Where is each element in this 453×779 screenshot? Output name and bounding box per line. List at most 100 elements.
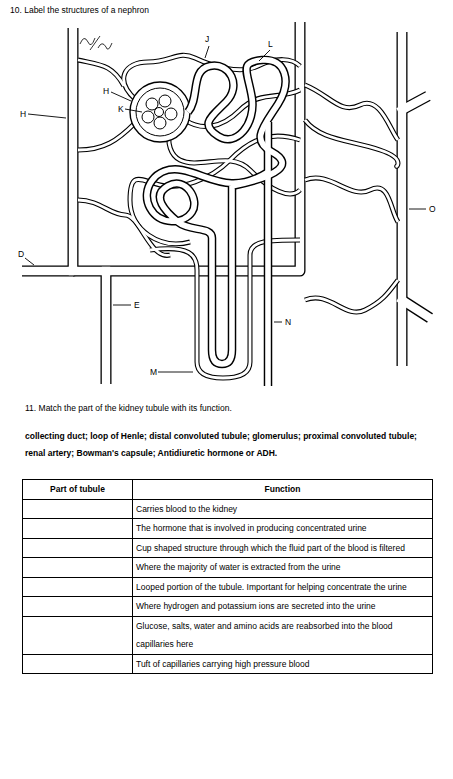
table-row: Looped portion of the tubule. Important …	[23, 577, 433, 597]
tubule-lumen	[147, 60, 286, 364]
answer-cell	[23, 597, 133, 617]
capsule-wall	[130, 82, 190, 142]
capillary-lumen	[150, 240, 300, 378]
vessel-lumen	[398, 32, 406, 366]
leader-line	[259, 50, 270, 61]
vessel	[22, 28, 73, 271]
capillary-network	[78, 55, 398, 378]
column-header-cell: Function	[133, 480, 433, 500]
function-text: Carries blood to the kidney	[136, 504, 237, 514]
answer-cell	[23, 616, 133, 654]
glomerulus-loop	[142, 111, 154, 123]
question-heading-box: 11. Match the part of the kidney tubule …	[25, 403, 232, 414]
capillary-lumen	[78, 200, 170, 255]
answer-cell	[23, 577, 133, 597]
leader-line	[274, 322, 282, 323]
table-row: Carries blood to the kidney	[23, 499, 433, 519]
capillary	[305, 120, 398, 166]
leader-line	[205, 46, 209, 58]
callout-letter-box: J	[205, 34, 209, 45]
function-text-cell: Carries blood to the kidney	[133, 499, 433, 519]
table-row: Where hydrogen and potassium ions are se…	[23, 597, 433, 617]
callout-letter-box: K	[118, 104, 124, 115]
word-list: collecting duct; loop of Henle; distal c…	[25, 431, 417, 458]
capillary-lumen	[305, 178, 398, 222]
callout-letter: E	[134, 300, 140, 310]
callout-letter-box: E	[134, 300, 140, 311]
callout-letter-box: O	[429, 204, 436, 215]
table-row: Tuft of capillaries carrying high pressu…	[23, 654, 433, 674]
answer-cell	[23, 499, 133, 519]
word-list-box: collecting duct; loop of Henle; distal c…	[25, 428, 435, 462]
table-row: Where the majority of water is extracted…	[23, 558, 433, 578]
leader-line	[113, 305, 131, 306]
answer-cell	[23, 538, 133, 558]
callout-letter-box: H	[103, 86, 109, 97]
function-text-cell: Looped portion of the tubule. Important …	[133, 577, 433, 597]
header-row: Part of tubule Function	[23, 480, 433, 500]
callout-letter: H	[20, 109, 26, 119]
capillary	[305, 178, 398, 222]
callout-letter: K	[118, 104, 124, 114]
leader-line	[28, 114, 66, 118]
capillary	[305, 280, 398, 312]
leader-line	[158, 372, 193, 373]
function-text: Where the majority of water is extracted…	[136, 562, 341, 572]
vessel-lumen	[102, 271, 110, 384]
artist-scribble	[80, 36, 112, 50]
glomerulus-loop	[165, 108, 177, 120]
question-heading-box: 10. Label the structures of a nephron	[10, 5, 149, 16]
function-text-cell: The hormone that is involved in producin…	[133, 519, 433, 539]
callout-letter-box: L	[268, 39, 273, 50]
leader-line	[125, 109, 142, 112]
column-header-cell: Part of tubule	[23, 480, 133, 500]
capsule-inner-wall	[136, 88, 184, 136]
capillary	[78, 60, 124, 86]
glomerulus-loop	[154, 117, 166, 129]
callout-letter-box: M	[150, 367, 157, 378]
vessel-lumen	[22, 28, 73, 271]
leader-line	[25, 258, 34, 265]
function-text-cell: Glucose, salts, water and amino acids ar…	[133, 616, 433, 654]
column-header: Part of tubule	[50, 484, 105, 494]
vessel	[101, 271, 112, 384]
function-text-cell: Tuft of capillaries carrying high pressu…	[133, 654, 433, 674]
glomerulus-loop	[159, 95, 171, 107]
capillary-lumen	[78, 124, 134, 150]
function-text-cell: Where hydrogen and potassium ions are se…	[133, 597, 433, 617]
leader-lines	[25, 46, 426, 372]
callout-letter: L	[268, 39, 273, 49]
function-text: Glucose, salts, water and amino acids ar…	[136, 621, 393, 650]
collecting-duct-lumen	[265, 122, 271, 386]
vessel	[397, 32, 408, 366]
callout-letter: J	[205, 34, 209, 44]
callout-letter-box: N	[285, 317, 291, 328]
blood-vessels	[22, 22, 430, 384]
vessel-lumen	[402, 96, 428, 110]
function-text: Looped portion of the tubule. Important …	[136, 582, 407, 592]
answer-cell	[23, 558, 133, 578]
function-text-cell: Cup shaped structure through which the f…	[133, 538, 433, 558]
collecting-duct-wall	[264, 122, 273, 386]
capillary-lumen	[305, 120, 398, 166]
matching-table: Part of tubule FunctionCarries blood to t…	[22, 479, 433, 674]
function-text-cell: Where the majority of water is extracted…	[133, 558, 433, 578]
capillary	[150, 240, 300, 378]
column-header: Function	[265, 484, 301, 494]
callout-letter: O	[429, 204, 436, 214]
capillary	[78, 124, 134, 150]
table-row: The hormone that is involved in producin…	[23, 519, 433, 539]
capillary-lumen	[305, 280, 398, 312]
function-text: Cup shaped structure through which the f…	[136, 543, 405, 553]
answer-cell	[23, 519, 133, 539]
leader-line	[111, 92, 131, 101]
callout-letter: M	[150, 367, 157, 377]
answer-cell	[23, 654, 133, 674]
glomerulus-loop	[155, 108, 164, 117]
callout-letter: H	[103, 86, 109, 96]
question-heading: 10. Label the structures of a nephron	[10, 5, 149, 15]
leader-line	[409, 209, 426, 210]
nephron-illustration	[0, 0, 453, 392]
function-text: Where hydrogen and potassium ions are se…	[136, 601, 376, 611]
